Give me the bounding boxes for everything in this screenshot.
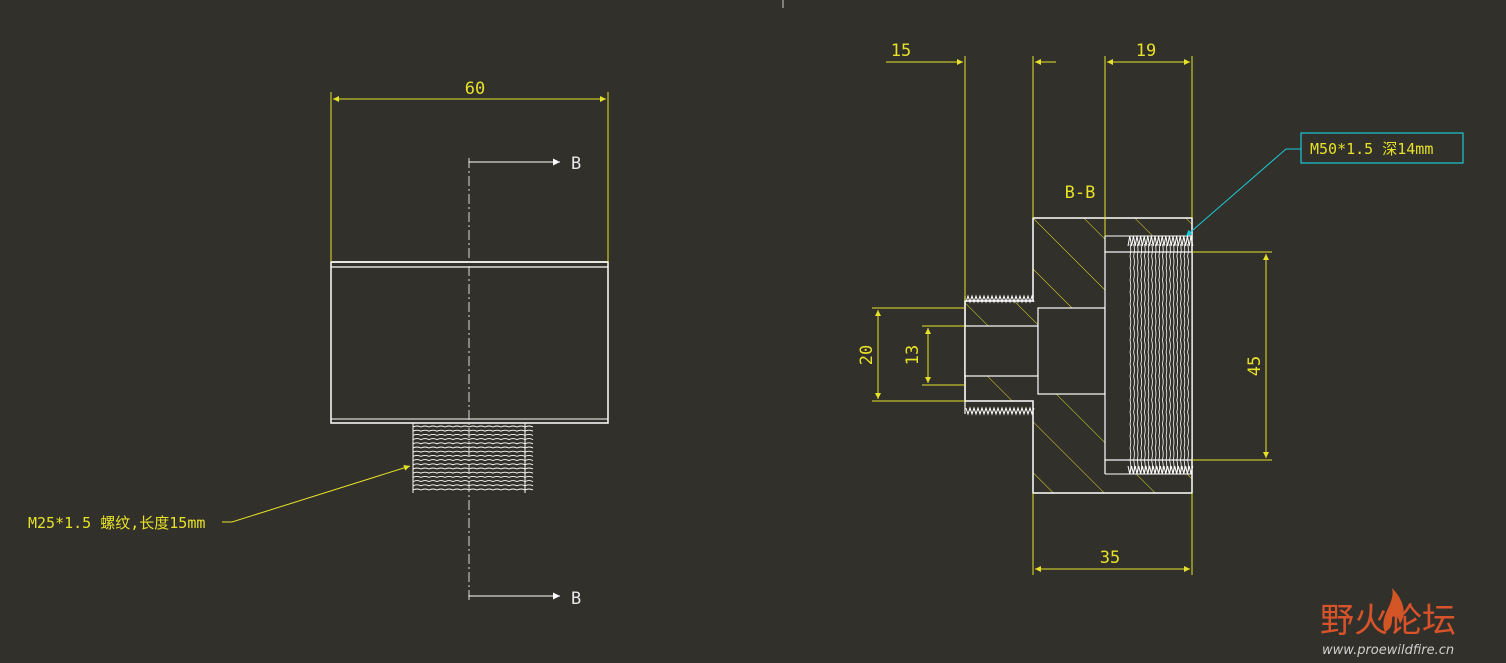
flame-logo-icon xyxy=(1383,588,1404,632)
small-bore xyxy=(964,325,1039,377)
stub-thread-line xyxy=(412,488,534,491)
watermark: 野火论坛 www.proewildfire.cn xyxy=(1320,588,1456,658)
section-threads xyxy=(964,235,1194,475)
thread-leader-front xyxy=(222,464,411,523)
thread-note-box xyxy=(1300,132,1464,164)
dim-19-value: 19 xyxy=(1136,41,1156,61)
stub-thread-line xyxy=(412,480,534,483)
dim-13-value: 13 xyxy=(903,345,923,365)
stub-thread-line xyxy=(412,475,534,478)
bore-thread-line xyxy=(1158,243,1160,473)
stub-thread-line xyxy=(412,446,534,449)
bore-thread-line xyxy=(1147,243,1150,473)
stub-thread-line xyxy=(412,429,534,432)
watermark-name: 野火论坛 xyxy=(1320,601,1456,641)
dim-45-value: 45 xyxy=(1245,356,1265,376)
hatch-stub-top-wall xyxy=(965,308,1038,326)
dim-20-value: 20 xyxy=(857,345,877,365)
thread-note-section: M50*1.5 深14mm xyxy=(1310,140,1433,158)
bore-thread-line xyxy=(1165,243,1168,473)
stub-thread-line xyxy=(412,463,534,466)
stub-thread-line xyxy=(412,454,534,457)
hatch-stub-bottom-wall xyxy=(965,376,1038,394)
watermark-url: www.proewildfire.cn xyxy=(1322,643,1454,658)
stub-thread-line xyxy=(412,471,534,474)
bore-thread-line xyxy=(1136,243,1139,473)
bore-thread-line xyxy=(1187,243,1189,473)
mid-bore xyxy=(1037,307,1106,395)
bore-thread-line xyxy=(1143,243,1146,473)
bore-thread-line xyxy=(1161,243,1164,473)
front-thread-stub xyxy=(412,423,534,493)
stub-thread-line xyxy=(412,450,534,453)
bore-thread-line xyxy=(1133,243,1135,473)
stub-thread-line xyxy=(412,425,534,428)
section-title: B-B xyxy=(1065,183,1096,203)
stub-thread-crest-top xyxy=(965,294,1035,304)
stub-thread-line xyxy=(412,459,534,462)
bore-thread-line xyxy=(1129,243,1132,473)
bore-thread-line xyxy=(1151,243,1153,473)
stub-thread-crest-bottom xyxy=(965,406,1035,416)
stub-thread-line xyxy=(412,433,534,436)
bore-thread-line xyxy=(1169,243,1171,473)
section-arrow-top xyxy=(468,158,560,166)
bore-thread-line xyxy=(1179,243,1182,473)
hatch-lower-stub xyxy=(965,394,1033,401)
stub-thread-line xyxy=(412,467,534,470)
thread-note-front: M25*1.5 螺纹,长度15mm xyxy=(28,514,205,532)
bore-thread-line xyxy=(1140,243,1142,473)
bore-thread-crest-bottom xyxy=(1127,465,1194,475)
stub-thread-line xyxy=(412,484,534,487)
stub-thread-line xyxy=(412,438,534,441)
bore-thread-line xyxy=(1154,243,1157,473)
bore-thread-line xyxy=(1183,243,1186,473)
dim-15-value: 15 xyxy=(891,41,911,61)
hatch-lower-web xyxy=(1033,394,1192,493)
front-view: B B 60 M25*1.5 螺纹,长度15mm xyxy=(28,79,609,609)
section-arrow-bottom xyxy=(468,592,560,600)
section-view: B-B 15 19 20 xyxy=(857,41,1464,575)
section-label-top: B xyxy=(571,154,581,174)
section-label-bottom: B xyxy=(571,589,581,609)
stub-thread-line xyxy=(412,442,534,445)
bore-thread-line xyxy=(1172,243,1175,473)
dim-60-value: 60 xyxy=(465,79,485,99)
bore-thread-line xyxy=(1176,243,1178,473)
hatch-upper-web xyxy=(1033,218,1192,308)
hatch-upper-stub xyxy=(965,301,1038,308)
thread-leader-section xyxy=(1185,148,1301,237)
bore-thread-crest-top xyxy=(1127,235,1194,247)
dim-35-value: 35 xyxy=(1100,548,1120,568)
